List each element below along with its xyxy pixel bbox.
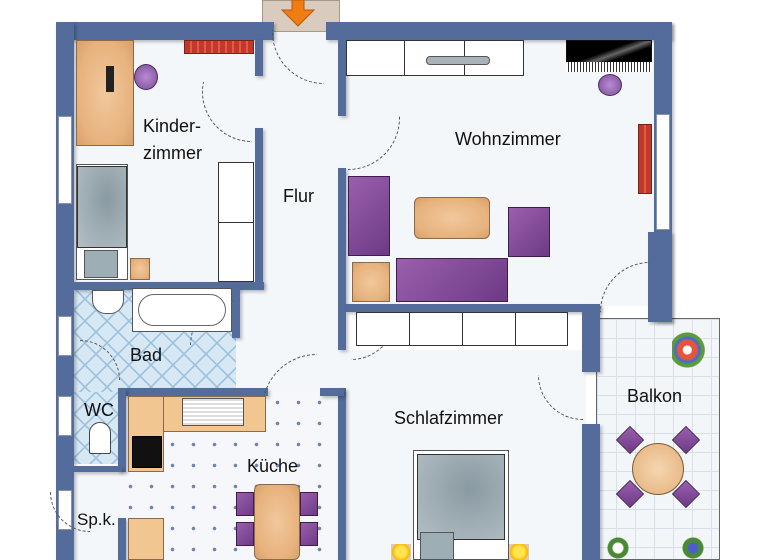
sideboard-divider-1 <box>404 40 405 76</box>
balcony-table <box>632 443 684 495</box>
wall-wohn-balkon-stub <box>648 232 672 322</box>
flower-blue-icon <box>680 537 706 559</box>
room-label-wc: WC <box>84 400 114 420</box>
piano-keys <box>566 62 652 72</box>
wall-left <box>56 22 74 560</box>
bookshelf-kinderzimmer <box>184 40 254 54</box>
wall-schlaf-balkon-bottom <box>582 424 600 560</box>
lamp-left-icon <box>391 544 411 560</box>
computer-monitor <box>106 66 114 92</box>
pillow-schlafzimmer-left <box>420 532 454 560</box>
wall-bad-kueche <box>118 388 268 396</box>
window-kinderzimmer <box>58 116 72 204</box>
stove <box>132 436 162 468</box>
kitchen-chair-4 <box>300 522 318 546</box>
room-label-schlafzimmer: Schlafzimmer <box>394 408 504 428</box>
kitchen-chair-2 <box>236 522 254 546</box>
wall-bad-flur <box>232 288 240 338</box>
desk <box>76 40 134 146</box>
toilet <box>89 422 111 454</box>
room-label-kinderzimmer-2: zimmer <box>143 143 202 163</box>
window-wc <box>58 396 72 436</box>
tv <box>426 56 490 65</box>
wall-kinder-top-stub <box>255 40 263 76</box>
coffee-table <box>414 197 490 239</box>
wardrobe-schlaf-div-3 <box>515 312 516 346</box>
wardrobe-schlaf-div-2 <box>462 312 463 346</box>
floor-flur <box>236 30 346 400</box>
room-label-flur: Flur <box>283 186 314 206</box>
wall-kinder-bad <box>74 282 264 290</box>
blanket-schlafzimmer <box>417 454 505 540</box>
wall-spk-kueche <box>118 518 126 560</box>
nightstand-kinderzimmer <box>130 258 150 280</box>
sofa-bottom <box>396 258 508 302</box>
wall-flur-wohn-top <box>338 40 346 116</box>
window-wohnzimmer <box>656 114 670 230</box>
window-bad <box>58 316 72 356</box>
lamp-right-icon <box>509 544 529 560</box>
room-label-kueche: Küche <box>247 456 299 476</box>
wall-kinder-flur <box>255 128 263 286</box>
sink-bad <box>92 290 124 314</box>
wall-wohn-schlaf <box>346 304 600 312</box>
wall-wc-kueche <box>118 388 126 472</box>
room-label-wohnzimmer: Wohnzimmer <box>455 129 561 149</box>
bathtub-inner <box>138 294 226 326</box>
pillow-kinderzimmer <box>84 250 118 278</box>
sofa-left <box>348 176 390 256</box>
room-label-bad: Bad <box>130 345 163 365</box>
dining-table-kueche <box>254 484 300 560</box>
arrow-down-icon <box>280 0 316 28</box>
wall-wc-spk <box>74 466 122 472</box>
wardrobe-schlaf-div-1 <box>409 312 410 346</box>
wall-flur-wohn-bottom <box>338 168 346 350</box>
flower-white-icon <box>605 537 631 559</box>
kitchen-chair-1 <box>236 492 254 516</box>
room-label-speisekammer: Sp.k. <box>77 510 116 529</box>
pantry-shelf <box>128 518 164 560</box>
armchair <box>508 207 550 257</box>
room-label-kinderzimmer-1: Kinder- <box>143 116 202 136</box>
desk-chair <box>134 64 158 90</box>
bookshelf-wohnzimmer <box>638 124 652 194</box>
wall-top-left <box>56 22 274 40</box>
wall-top-right <box>326 22 672 40</box>
blanket-kinderzimmer <box>77 166 127 248</box>
room-label-balkon: Balkon <box>627 386 683 406</box>
wall-kueche-stub <box>320 388 344 396</box>
piano-stool <box>598 74 622 96</box>
wall-schlaf-balkon-top <box>582 304 600 372</box>
kitchen-sink <box>182 398 244 426</box>
flower-pot-icon <box>672 330 706 370</box>
kitchen-chair-3 <box>300 492 318 516</box>
side-table <box>352 262 390 302</box>
wardrobe-divider <box>218 222 254 223</box>
wall-kueche-right <box>338 388 346 560</box>
